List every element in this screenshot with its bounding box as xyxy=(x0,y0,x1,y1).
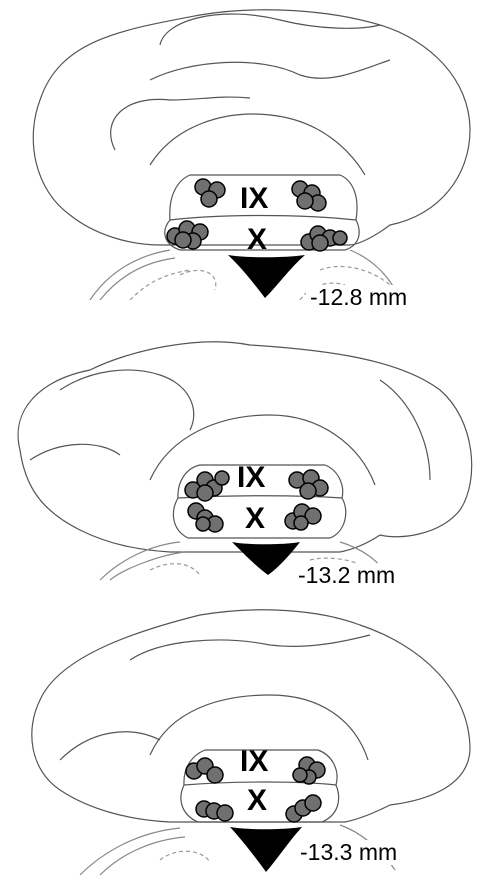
lobule-x-label: X xyxy=(247,786,267,816)
lobule-ix-label: IX xyxy=(240,747,268,777)
lobule-ix-label: IX xyxy=(237,463,265,493)
section-level-label: -12.8 mm xyxy=(306,285,411,310)
lobule-x-label: X xyxy=(245,504,265,534)
ventricle-shape xyxy=(230,827,302,872)
section-panel-3: IX X -13.3 mm xyxy=(0,600,498,875)
ventricle-shape xyxy=(228,255,305,298)
lobule-x-label: X xyxy=(247,225,267,255)
brain-section-drawing-3 xyxy=(0,600,498,875)
brain-section-drawing-2 xyxy=(0,320,498,600)
section-panel-1: IX X -12.8 mm xyxy=(0,0,498,300)
lobule-ix-label: IX xyxy=(240,184,268,214)
ventricle-shape xyxy=(232,542,300,575)
section-panel-2: IX X -13.2 mm xyxy=(0,320,498,600)
section-level-label: -13.3 mm xyxy=(296,840,401,865)
section-level-label: -13.2 mm xyxy=(294,563,399,588)
